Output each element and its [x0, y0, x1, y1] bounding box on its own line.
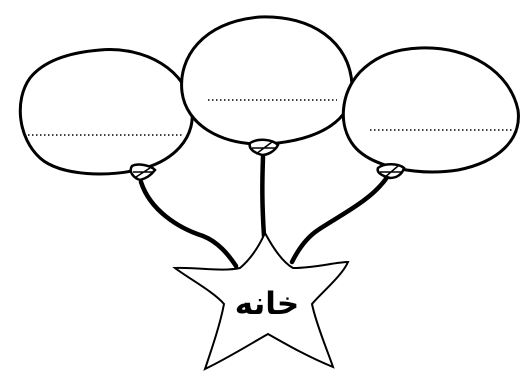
left-balloon-string — [141, 182, 236, 266]
right-balloon — [343, 48, 518, 178]
middle-balloon-string — [262, 157, 264, 236]
middle-balloon-body — [182, 17, 353, 144]
right-balloon-string — [292, 176, 388, 262]
center-word: خانه — [223, 284, 311, 324]
left-balloon — [20, 50, 192, 180]
left-balloon-body — [20, 50, 192, 174]
right-balloon-body — [343, 48, 518, 172]
right-balloon-knot — [378, 164, 404, 178]
middle-balloon — [182, 17, 353, 155]
